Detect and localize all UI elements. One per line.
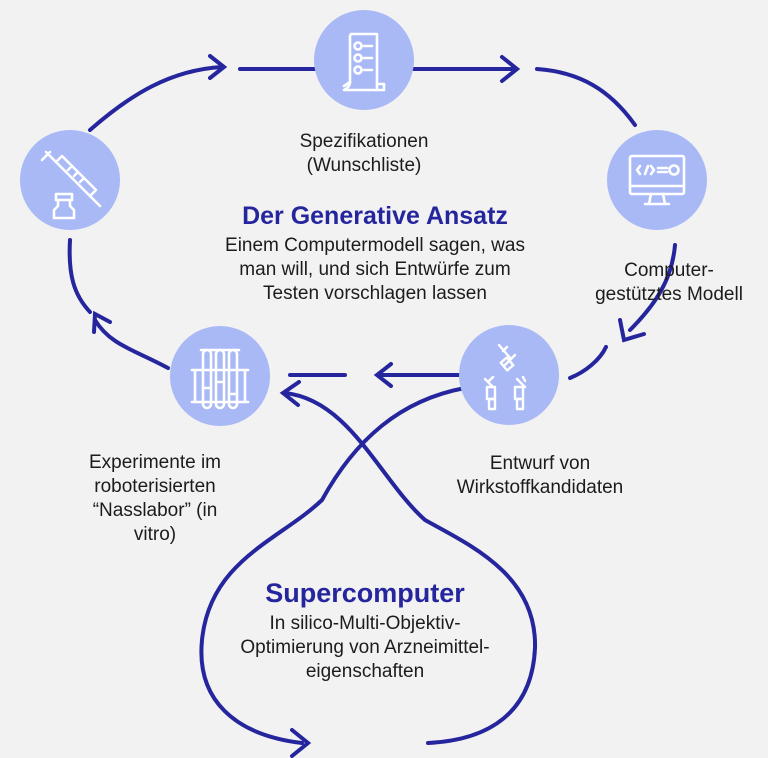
lab-label-line-3: “Nasslabor” (in bbox=[92, 500, 218, 521]
model-label-line-1: Computer- bbox=[624, 260, 714, 281]
spec-label-line-2: (Wunschliste) bbox=[306, 155, 422, 176]
computer-code-icon bbox=[628, 154, 686, 206]
supercomputer-line-3: eigenschaften bbox=[305, 661, 425, 682]
molecule-syringes-icon bbox=[483, 343, 527, 411]
spec-label: Spezifikationen (Wunschliste) bbox=[264, 130, 464, 178]
arc-spec-to-model bbox=[535, 67, 637, 127]
lab-label-line-4: vitro) bbox=[133, 524, 177, 545]
node-candidates bbox=[459, 325, 559, 425]
center-line-2: man will, und sich Entwürfe zum bbox=[239, 259, 511, 280]
checklist-icon bbox=[342, 32, 386, 92]
center-description: Einem Computermodell sagen, was man will… bbox=[160, 234, 590, 306]
candidates-label-line-2: Wirkstoffkandidaten bbox=[456, 477, 624, 498]
model-label: Computer- gestütztes Modell bbox=[570, 259, 768, 307]
supercomputer-line-1: In silico-Multi-Objektiv- bbox=[269, 613, 461, 634]
arrow-model-to-candidates bbox=[628, 243, 677, 332]
supercomputer-line-2: Optimierung von Arzneimittel- bbox=[240, 637, 490, 658]
center-line-3: Testen vorschlagen lassen bbox=[263, 283, 487, 304]
candidates-label: Entwurf von Wirkstoffkandidaten bbox=[410, 452, 670, 500]
node-model bbox=[607, 130, 707, 230]
supercomputer-description: In silico-Multi-Objektiv- Optimierung vo… bbox=[190, 612, 540, 684]
test-tubes-icon bbox=[190, 348, 250, 410]
lab-label-line-1: Experimente im bbox=[89, 452, 221, 473]
center-title: Der Generative Ansatz bbox=[242, 202, 508, 230]
spec-label-line-1: Spezifikationen bbox=[299, 131, 429, 152]
lab-label-line-2: roboterisierten bbox=[94, 476, 216, 497]
arrow-vitro-to-spec bbox=[88, 65, 224, 132]
lab-label: Experimente im roboterisierten “Nasslabo… bbox=[40, 451, 270, 547]
arc-candidates-right bbox=[568, 345, 608, 380]
center-line-1: Einem Computermodell sagen, was bbox=[225, 235, 525, 256]
model-label-line-2: gestütztes Modell bbox=[595, 284, 743, 305]
node-lab bbox=[170, 326, 270, 426]
syringe-vial-icon bbox=[40, 150, 102, 220]
candidates-label-line-1: Entwurf von bbox=[489, 453, 591, 474]
supercomputer-title: Supercomputer bbox=[265, 578, 465, 608]
arrow-lab-to-vitro bbox=[93, 318, 170, 370]
node-vitro bbox=[20, 130, 120, 230]
supercomputer-loop bbox=[199, 386, 467, 745]
node-spec bbox=[314, 10, 414, 110]
